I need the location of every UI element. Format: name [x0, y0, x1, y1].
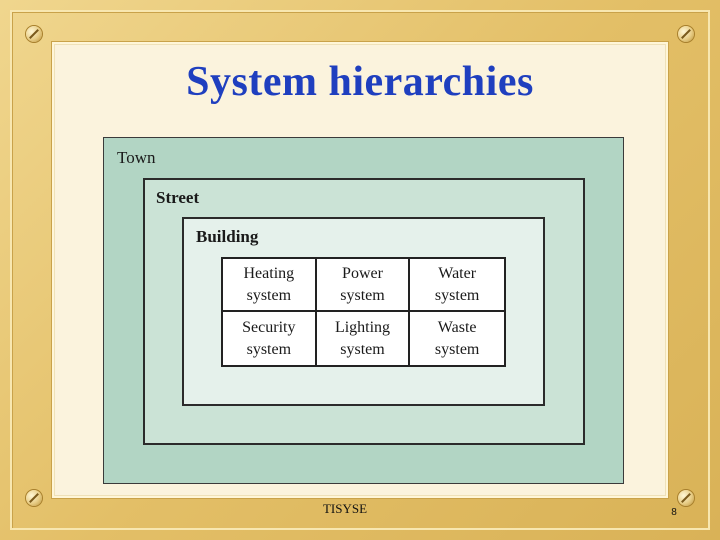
street-label: Street — [156, 188, 200, 207]
building-label: Building — [196, 227, 259, 246]
power-system-cell: Power system — [316, 259, 411, 312]
waste-system-cell: Waste system — [434, 318, 480, 358]
security-system-cell: Security system — [223, 312, 317, 365]
page-number: 8 — [671, 507, 677, 518]
lighting-system-cell: Lighting system — [317, 312, 411, 365]
corner-screw-icon — [678, 490, 694, 506]
corner-screw-icon — [678, 26, 694, 42]
corner-screw-icon — [26, 26, 42, 42]
slide-title: System hierarchies — [186, 59, 534, 105]
frame-inner-edge — [10, 10, 710, 530]
heating-system-cell: Heating system — [223, 259, 317, 312]
footer-text: TISYSE — [322, 501, 368, 516]
water-system-cell: Water system — [410, 259, 504, 312]
town-label: Town — [117, 148, 156, 167]
corner-screw-icon — [26, 490, 42, 506]
systems-grid: Heating system Power system Water system… — [221, 257, 506, 367]
